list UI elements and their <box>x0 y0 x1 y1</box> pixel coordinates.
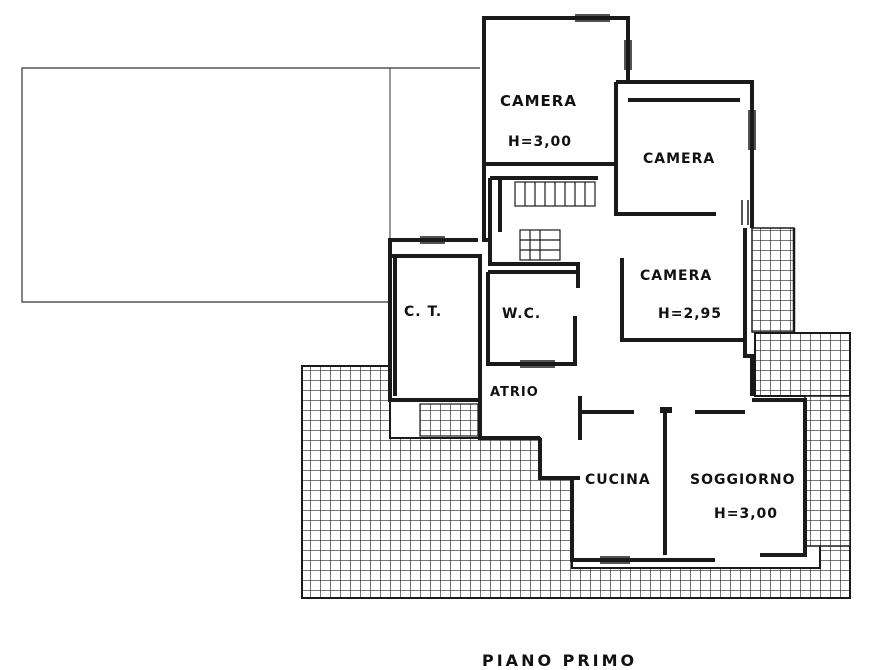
entry-stair <box>419 403 479 437</box>
terrace-right-strip <box>754 332 851 547</box>
windows <box>420 14 756 564</box>
internal-stair <box>514 181 596 261</box>
room-soggiorno-label: SOGGIORNO <box>690 472 795 488</box>
room-camera-2-label: CAMERA <box>643 151 715 167</box>
room-atrio-label: ATRIO <box>490 385 539 400</box>
building-walls <box>388 16 807 562</box>
plan-title: PIANO PRIMO <box>482 651 637 670</box>
room-camera-3-height: H=2,95 <box>658 306 722 322</box>
adjacent-structure-outline <box>21 67 480 303</box>
room-cucina-label: CUCINA <box>585 472 651 488</box>
room-ct-label: C. T. <box>404 304 442 320</box>
room-wc-label: W.C. <box>502 306 541 322</box>
room-camera-1-label: CAMERA <box>500 92 577 110</box>
room-soggiorno-height: H=3,00 <box>714 506 778 522</box>
external-stair <box>751 227 796 333</box>
room-camera-3-label: CAMERA <box>640 268 712 284</box>
room-camera-1-height: H=3,00 <box>508 134 572 150</box>
